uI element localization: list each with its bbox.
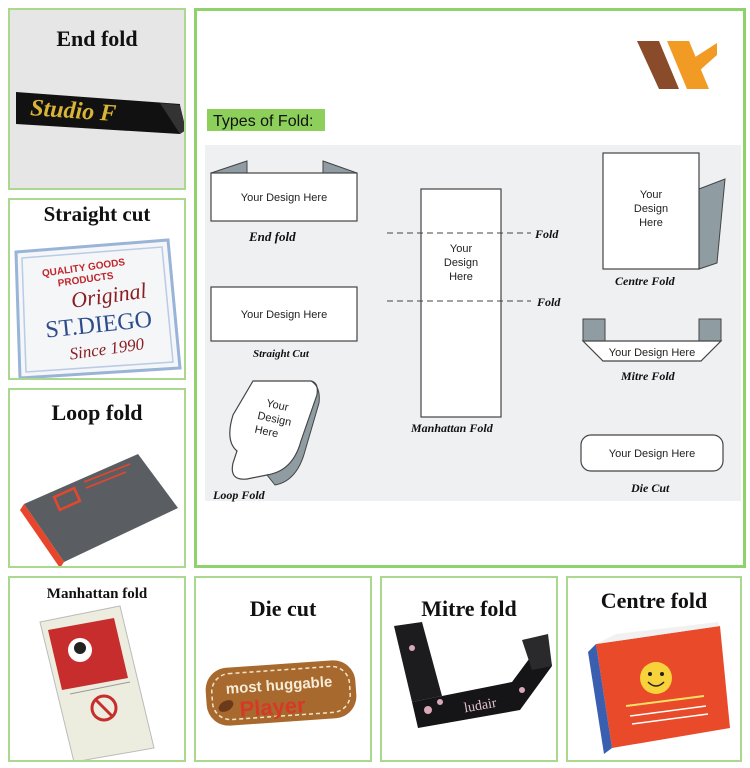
mitre-fold-diagram-label: Mitre Fold [620,369,676,383]
loop-fold-design-line3: Here [253,424,279,441]
centre-fold-label-image [588,622,730,754]
diagram-title: Types of Fold: [213,113,314,130]
manhattan-fold-marker-bottom: Fold [536,295,561,309]
fold-types-diagram-canvas: Types of Fold: Your Design Here End fold… [205,41,741,502]
end-fold-diagram-label: End fold [248,229,296,244]
loop-fold-caption: Loop fold [51,400,143,425]
manhattan-fold-caption: Manhattan fold [46,586,148,602]
die-cut-line2: Player [239,692,307,722]
centre-design-line3: Here [639,217,663,229]
centre-design-line1: Your [640,189,663,201]
fold-types-diagram: Types of Fold: Your Design Here End fold… [194,8,746,568]
die-cut-sample-panel: Die cut most huggable Player [194,576,372,762]
mitre-fold-label-text: ludair [463,696,498,717]
centre-fold-diagram-label: Centre Fold [615,274,676,288]
manhattan-design-line2: Design [444,257,478,269]
end-fold-label-image: Studio F [16,92,184,134]
manhattan-fold-sample-panel: Manhattan fold [8,576,186,762]
end-fold-label-text: Studio F [29,95,117,127]
mitre-fold-label-image: ludair [394,622,552,728]
end-fold-sample-panel: End fold Studio F [8,8,186,190]
loop-fold-diagram: Your Design Here Loop Fold [212,380,320,502]
die-cut-label-image: most huggable Player [205,660,357,726]
loop-fold-sample-panel: Loop fold [8,388,186,568]
manhattan-fold-diagram-label: Manhattan Fold [410,421,494,435]
mitre-fold-caption: Mitre fold [421,596,517,621]
loop-fold-label-image [20,454,178,566]
straight-cut-design-text: Your Design Here [241,309,327,321]
die-cut-caption: Die cut [249,596,317,621]
centre-fold-caption: Centre fold [600,588,708,613]
centre-fold-sample-panel: Centre fold [566,576,742,762]
die-cut-diagram: Your Design Here Die Cut [580,434,724,495]
end-fold-design-text: Your Design Here [241,192,327,204]
straight-cut-sample-panel: Straight cut QUALITY GOODS PRODUCTS Orig… [8,198,186,380]
centre-fold-diagram: Your Design Here Centre Fold [602,152,726,288]
mitre-fold-sample-panel: Mitre fold ludair [380,576,558,762]
straight-cut-diagram-label: Straight Cut [253,348,310,360]
manhattan-fold-marker-top: Fold [534,227,559,241]
die-cut-diagram-label: Die Cut [630,481,670,495]
end-fold-caption: End fold [56,26,138,51]
die-cut-design-text: Your Design Here [609,448,695,460]
straight-cut-caption: Straight cut [43,202,151,226]
manhattan-design-line1: Your [450,243,473,255]
end-fold-diagram: Your Design Here End fold [210,160,358,244]
mitre-fold-diagram: Your Design Here Mitre Fold [581,318,723,383]
brand-logo-icon [637,41,717,89]
manhattan-fold-label-image [39,605,155,760]
manhattan-design-line3: Here [449,271,473,283]
loop-fold-design-line1: Your [265,398,290,414]
diagram-title-band [207,109,325,131]
mitre-fold-design-text: Your Design Here [609,347,695,359]
manhattan-fold-diagram: Fold Fold Your Design Here Manhattan Fol… [387,188,561,435]
loop-fold-diagram-label: Loop Fold [212,488,266,502]
centre-design-line2: Design [634,203,668,215]
straight-cut-diagram: Your Design Here Straight Cut [210,286,358,360]
straight-cut-label-image: QUALITY GOODS PRODUCTS Original ST.DIEGO… [14,238,182,378]
